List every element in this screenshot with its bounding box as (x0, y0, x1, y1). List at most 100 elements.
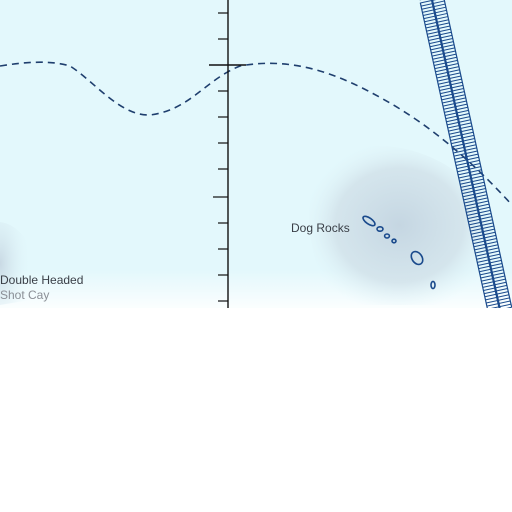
boundary-line (0, 61, 512, 206)
hatched-track-tick (436, 72, 461, 79)
islet (430, 280, 436, 290)
hatched-track-tick (484, 288, 508, 295)
hatched-track-tick (425, 19, 449, 26)
hatched-track-tick (431, 47, 455, 54)
hatched-track-tick (453, 150, 478, 157)
hatched-track-tick (463, 194, 488, 201)
hatched-track-tick (435, 66, 459, 73)
hatched-track-tick (472, 234, 497, 242)
islet (383, 233, 391, 239)
hatched-track-tick (469, 222, 494, 229)
hatched-track-tick (475, 250, 500, 257)
hatched-track-tick (444, 109, 469, 116)
hatched-track-tick (473, 238, 497, 245)
hatched-track-tick (425, 22, 450, 29)
hatched-track-tick (464, 197, 488, 204)
hatched-track-tick (438, 81, 463, 88)
hatched-track-tick (444, 106, 468, 113)
hatched-track-tick (428, 34, 453, 41)
islet (362, 215, 376, 227)
hatched-track-tick (455, 156, 479, 163)
hatched-track-tick (431, 50, 456, 57)
hatched-track-tick (446, 119, 471, 126)
hatched-track-tick (481, 275, 505, 282)
hatched-track-tick (427, 28, 451, 35)
hatched-track-tick (477, 259, 502, 267)
hatched-track-tick (449, 128, 473, 135)
hatched-track-tick (479, 269, 504, 276)
hatched-track-tick (470, 228, 495, 235)
hatched-track-tick (484, 291, 509, 298)
hatched-track-center-rail (430, 0, 502, 311)
islet (391, 238, 397, 244)
islet (376, 226, 384, 233)
hatched-track-tick (446, 116, 470, 123)
hatched-track-tick (436, 69, 460, 76)
hatched-track-tick (454, 153, 479, 160)
hatched-track-tick (424, 16, 449, 23)
hatched-track-tick (486, 300, 511, 307)
scale-bar (209, 0, 246, 310)
hatched-track-tick (437, 75, 462, 82)
hatched-track-tick (486, 297, 510, 304)
hatched-track-tick (422, 6, 446, 13)
hatched-track-tick (468, 216, 492, 223)
hatched-track-tick (464, 200, 489, 207)
hatched-track-tick (442, 97, 466, 104)
dog-rocks-label: Dog Rocks (291, 221, 350, 235)
hatched-track-tick (422, 9, 447, 16)
hatched-track-tick (474, 244, 499, 251)
hatched-track-tick (452, 144, 477, 151)
hatched-track-tick (421, 3, 446, 10)
hatched-track-tick (477, 256, 501, 263)
islet (410, 250, 424, 266)
hatched-track-tick (441, 94, 466, 101)
double-headed-shot-cay-label-line2: Shot Cay (0, 288, 49, 302)
hatched-track-tick (429, 37, 453, 45)
hatched-track-tick (439, 84, 464, 91)
hatched-track-tick (438, 78, 462, 85)
hatched-track-tick (476, 253, 501, 260)
hatched-track-tick (453, 147, 477, 154)
hatched-track-tick (457, 166, 481, 173)
hatched-track-tick (458, 172, 483, 179)
hatched-track-tick (461, 184, 486, 191)
hatched-track-tick (434, 62, 459, 70)
hatched-track-tick (465, 203, 490, 210)
hatched-track-tick (432, 53, 457, 60)
hatched-track-tick (485, 294, 510, 301)
hatched-track-tick (475, 247, 499, 254)
hatched-track-tick (479, 266, 503, 273)
hatched-track-tick (443, 103, 468, 110)
hatched-track-tick (470, 225, 494, 232)
hatched-track-tick (459, 175, 483, 182)
hatched-track-tick (430, 44, 455, 51)
hatched-track-tick (466, 206, 490, 213)
hatched-track-tick (420, 0, 437, 4)
hatched-track-tick (420, 0, 445, 7)
hatched-track-tick (427, 31, 452, 38)
hatched-track-tick (462, 187, 486, 195)
hatched-track-tick (429, 41, 454, 48)
hatched-track-tick (462, 191, 487, 198)
hatched-track-tick (478, 263, 503, 270)
hatched-track-tick (460, 181, 485, 188)
hatched-track-tick (450, 134, 475, 141)
hatched-track-tick (457, 169, 482, 176)
hatched-track-tick (455, 159, 480, 166)
hatched-track-tick (467, 213, 492, 220)
hatched-track-tick (482, 281, 507, 288)
hatched-track-tick (480, 272, 505, 279)
dog-rocks-bank (309, 145, 490, 305)
hatched-track-tick (460, 178, 484, 185)
hatched-track-tick (445, 112, 470, 120)
hatched-track-right-rail (419, 2, 489, 313)
hatched-track-tick (433, 59, 458, 66)
hatched-track-tick (451, 137, 475, 145)
double-headed-shot-cay-label-line1: Double Headed (0, 273, 83, 287)
hatched-track-tick (483, 284, 507, 292)
hatched-track-tick (471, 231, 496, 238)
hatched-track-tick (473, 241, 498, 248)
